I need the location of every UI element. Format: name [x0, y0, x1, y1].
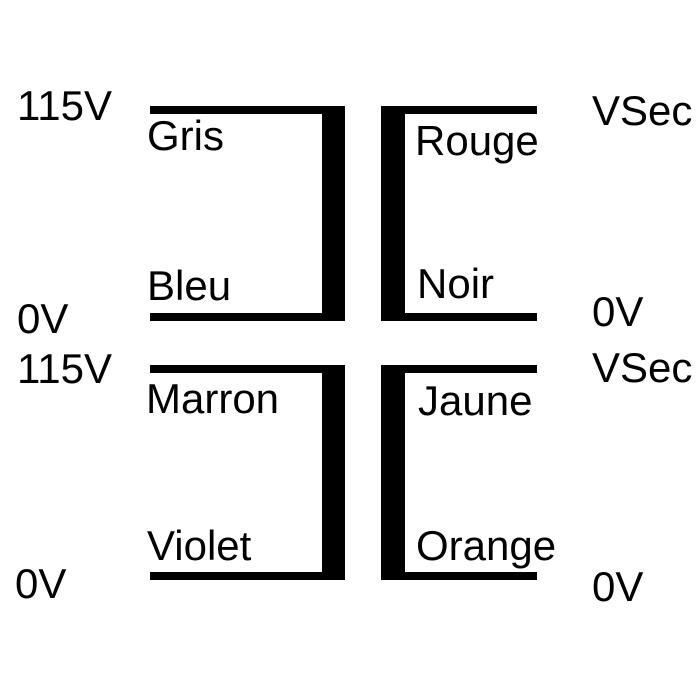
wire-label-violet: Violet	[147, 522, 252, 569]
wire-orange	[381, 572, 537, 580]
voltage-label-secondary-2-bottom: 0V	[592, 563, 644, 610]
winding-core-bar-primary-1	[322, 106, 345, 321]
voltage-label-secondary-2-top: VSec	[592, 344, 693, 391]
wire-label-bleu: Bleu	[147, 262, 232, 309]
winding-core-bar-primary-2	[322, 365, 345, 580]
wire-label-jaune: Jaune	[418, 377, 533, 424]
voltage-label-secondary-1-top: VSec	[592, 87, 693, 134]
wire-noir	[381, 313, 537, 321]
voltage-label-primary-1-top: 115V	[17, 82, 112, 129]
wire-label-noir: Noir	[417, 260, 495, 307]
wire-label-rouge: Rouge	[415, 117, 539, 164]
winding-core-bar-secondary-2	[381, 365, 405, 580]
voltage-label-primary-2-top: 115V	[17, 345, 112, 392]
wire-gris	[150, 106, 345, 114]
wire-label-gris: Gris	[147, 112, 224, 159]
wire-marron	[150, 365, 345, 373]
wire-jaune	[381, 365, 537, 373]
wire-bleu	[150, 313, 345, 321]
wire-rouge	[381, 106, 537, 114]
winding-core-bar-secondary-1	[381, 106, 405, 321]
wire-violet	[150, 572, 345, 580]
voltage-label-primary-1-bottom: 0V	[17, 295, 69, 342]
wire-label-orange: Orange	[416, 522, 557, 569]
voltage-label-primary-2-bottom: 0V	[15, 560, 67, 607]
voltage-label-secondary-1-bottom: 0V	[592, 288, 644, 335]
wire-label-marron: Marron	[146, 375, 280, 422]
